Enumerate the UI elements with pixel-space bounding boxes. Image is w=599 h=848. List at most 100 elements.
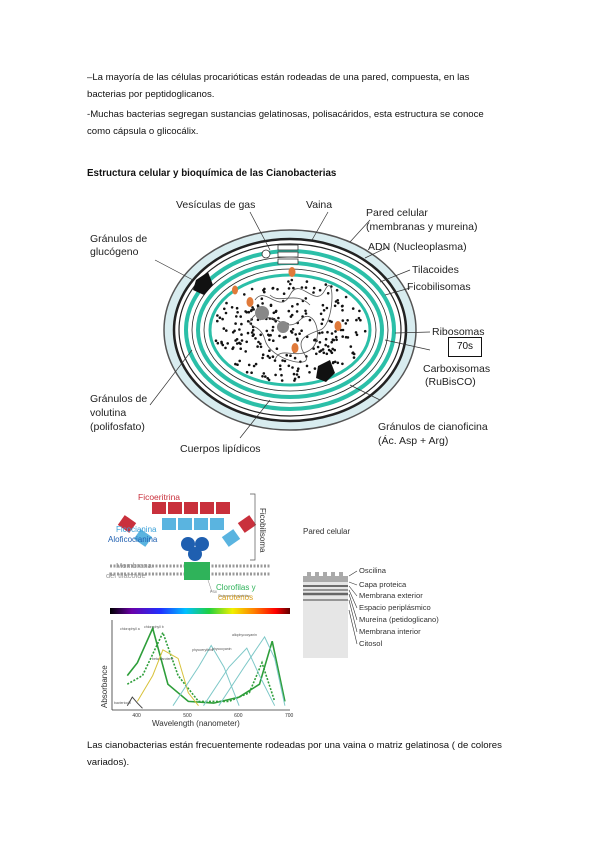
ribosome-dot <box>281 359 284 362</box>
ribosome-dot <box>335 338 338 342</box>
label-membrane: Membrana <box>116 561 153 570</box>
ribosome-dot <box>313 367 317 370</box>
ribosome-dot <box>341 304 344 308</box>
ribosome-dot <box>341 328 345 332</box>
ribosome-dot <box>262 372 266 375</box>
ribosome-dot <box>344 335 348 339</box>
label-cyanophycin: Gránulos de cianoficina <box>378 421 488 433</box>
ribosome-dot <box>321 318 325 321</box>
ribosome-dot <box>231 347 234 351</box>
ribosome-dot <box>287 287 291 290</box>
ribosome-dot <box>256 318 260 322</box>
dna-granule <box>255 306 269 320</box>
series-line-chlorophyll-a <box>126 625 286 704</box>
cell-wall-title: Pared celular <box>303 527 350 536</box>
ribosome-dot <box>225 301 228 305</box>
x-tick-label: 500 <box>183 713 192 719</box>
ribosome-dot <box>220 340 223 344</box>
ribosome-dot <box>274 320 277 323</box>
glycogen-granule <box>193 272 213 295</box>
label-phycoerythrin: Ficoeritrina <box>138 492 180 502</box>
ribosome-dot <box>247 363 251 367</box>
ribosome-dot <box>336 301 340 305</box>
ribosome-dot <box>257 340 260 344</box>
label-carboxysomes: Carboxisomas <box>423 363 490 375</box>
ribosome-dot <box>344 322 348 325</box>
ribosome-dot <box>274 373 277 377</box>
ribosome-dot <box>251 334 255 337</box>
series-line-beta-carotene <box>136 649 199 707</box>
ribosome-dot <box>287 364 291 368</box>
ribosome-dot <box>297 367 300 370</box>
series-label-chlb: chlorophyll b <box>144 625 164 629</box>
label-glycogen-2: glucógeno <box>90 246 139 258</box>
ribosome-dot <box>216 341 220 345</box>
series-label-pc: phycocyanin <box>212 647 232 651</box>
ribosome-dot <box>271 325 275 329</box>
ribosome-dot <box>233 329 236 333</box>
ribosome-dot <box>250 331 254 334</box>
ribosome-dot <box>300 329 303 332</box>
ribosome-dot <box>358 309 361 313</box>
ribosome-dot <box>238 359 241 363</box>
ribosome-dot <box>289 282 292 286</box>
x-tick-label: 700 <box>285 713 294 719</box>
ribosome-dot <box>315 352 318 356</box>
ribosome-dot <box>261 302 264 305</box>
ribosome-dot <box>235 338 239 341</box>
ribosome-dot <box>308 318 312 322</box>
ribosome-dot <box>226 342 229 345</box>
ribosome-dot <box>276 288 279 291</box>
ribosome-dot <box>214 339 218 342</box>
ribosome-dot <box>259 333 262 337</box>
series-label-apc: allophycocyanin <box>232 633 257 637</box>
ribosome-dot <box>280 379 284 382</box>
series-label-bact: bacteriochl <box>114 701 131 705</box>
label-membrane-2: del tilacoide <box>106 571 146 580</box>
ribosome-dots <box>214 278 367 382</box>
ribosome-dot <box>322 351 326 355</box>
label-cyanophycin-2: (Ác. Asp + Arg) <box>378 434 448 447</box>
ribosome-dot <box>224 346 227 350</box>
ribosome-dot <box>308 371 311 374</box>
label-glycogen: Gránulos de <box>90 233 147 245</box>
series-label-pe: phycoerythrin <box>192 648 213 652</box>
ribosome-dot <box>290 313 294 317</box>
label-allophycocyanin: Aloficocianina <box>108 535 158 544</box>
ribosome-dot <box>264 375 267 378</box>
ribosome-dot <box>330 332 334 335</box>
ribosome-dot <box>234 362 237 366</box>
ribosome-dot <box>296 302 299 306</box>
ribosome-dot <box>235 315 238 318</box>
ribosome-dot <box>326 330 329 334</box>
ribosome-dot <box>272 339 275 342</box>
paragraph-2: -Muchas bacterias segregan sustancias ge… <box>87 109 484 137</box>
ribosome-dot <box>312 291 315 294</box>
ribosome-dot <box>325 352 329 356</box>
ribosome-dot <box>216 314 219 317</box>
dna-granule <box>277 321 289 333</box>
ribosome-dot <box>320 322 324 326</box>
x-tick-label: 600 <box>234 713 243 719</box>
series-label-beta: beta carotene <box>152 657 173 661</box>
ribosome-dot <box>318 288 322 292</box>
x-axis-label: Wavelength (nanometer) <box>152 719 240 728</box>
ribosome-dot <box>344 295 348 299</box>
ribosome-dot <box>245 370 249 374</box>
ribosome-dot <box>295 373 299 376</box>
ribosome-dot <box>336 361 340 365</box>
ribosome-dot <box>341 319 345 322</box>
cell-wall-layer-label: Citosol <box>359 639 383 648</box>
cell-wall-layer-label: Mureína (petidoglicano) <box>359 615 439 624</box>
ribosome-dot <box>250 287 254 291</box>
ribosome-dot <box>300 286 304 289</box>
ribosome-dot <box>273 359 277 362</box>
ribosome-dot <box>278 334 281 338</box>
label-phycocyanin: Ficocianina <box>116 525 157 534</box>
label-volutin-3: (polifosfato) <box>90 421 145 433</box>
ribosome-dot <box>305 280 309 283</box>
ribosome-dot <box>234 322 237 325</box>
ribosome-dot <box>341 335 345 338</box>
ribosome-dot <box>222 327 226 330</box>
ribosome-dot <box>304 312 308 315</box>
